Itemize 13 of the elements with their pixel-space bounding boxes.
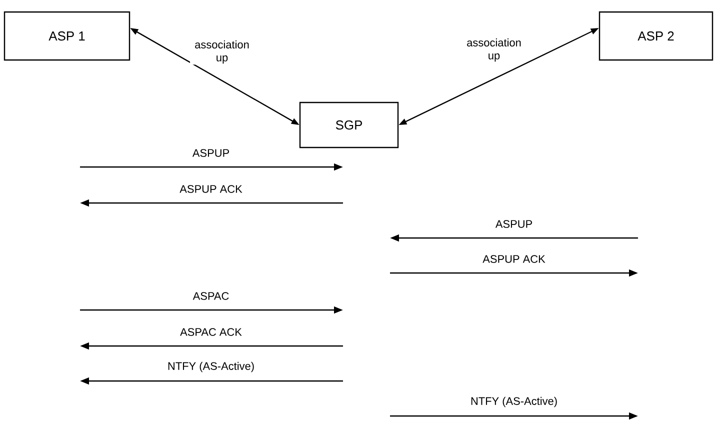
message-label: ASPUP: [192, 149, 229, 157]
edge-label: association up: [467, 38, 521, 62]
process-box: ASP 2: [598, 11, 714, 61]
message-label: ASPAC ACK: [180, 328, 242, 336]
message-label: ASPUP: [495, 220, 532, 228]
message-label: ASPUP ACK: [180, 185, 242, 193]
message-label: ASPUP ACK: [482, 255, 546, 263]
message-label: ASPAC: [192, 292, 229, 300]
message-label: NTFY (AS-Active): [168, 362, 254, 372]
message-label: NTFY (AS-Active): [471, 396, 557, 408]
process-box: SGP: [299, 102, 399, 148]
edge-label: association up: [195, 40, 249, 64]
process-box: ASP 1: [4, 11, 130, 61]
